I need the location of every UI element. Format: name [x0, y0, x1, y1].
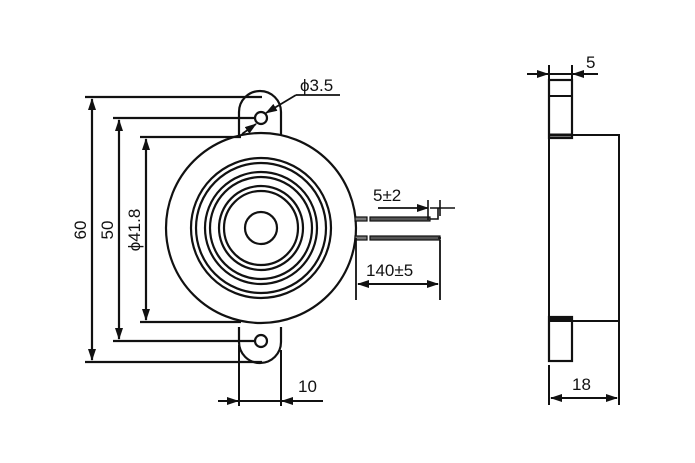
dim-overall-depth: [548, 321, 620, 405]
bottom-mounting-tab: [237, 327, 283, 365]
top-mounting-tab: [237, 89, 283, 136]
ring-1: [189, 156, 333, 300]
side-body: [548, 134, 620, 322]
dim-hole-diameter-leader: [241, 94, 340, 135]
label-tab-thickness: 5: [586, 53, 595, 72]
dim-wire-length: [355, 238, 441, 300]
label-overall-height: 60: [71, 221, 90, 240]
lead-wires: [354, 208, 441, 241]
front-view: [85, 89, 455, 406]
label-wire-strip: 5±2: [373, 186, 401, 205]
side-bottom-tab: [547, 315, 574, 363]
center-disk: [243, 210, 279, 246]
label-wire-length: 140±5: [366, 261, 413, 280]
label-tab-width: 10: [298, 377, 317, 396]
ring-2: [194, 161, 328, 295]
top-mounting-hole: [253, 110, 269, 126]
body-outline: [164, 131, 358, 325]
dim-hole-spacing: [113, 116, 255, 343]
dim-tab-width: [218, 345, 323, 406]
dim-body-diameter: [140, 135, 241, 324]
label-hole-spacing: 50: [98, 221, 117, 240]
dim-tab-thickness: [527, 65, 598, 80]
ring-3: [203, 170, 319, 286]
side-top-tab: [547, 78, 574, 140]
dim-overall-height: [85, 95, 262, 364]
label-hole-diameter: ϕ3.5: [300, 76, 333, 95]
dim-wire-strip: [378, 200, 455, 220]
ring-5: [217, 184, 305, 272]
ring-4: [208, 175, 314, 281]
side-view: [527, 65, 620, 405]
ring-6: [222, 189, 300, 267]
bottom-mounting-hole: [253, 333, 269, 349]
label-overall-depth: 18: [572, 375, 591, 394]
label-body-diameter: ϕ41.8: [125, 209, 144, 252]
